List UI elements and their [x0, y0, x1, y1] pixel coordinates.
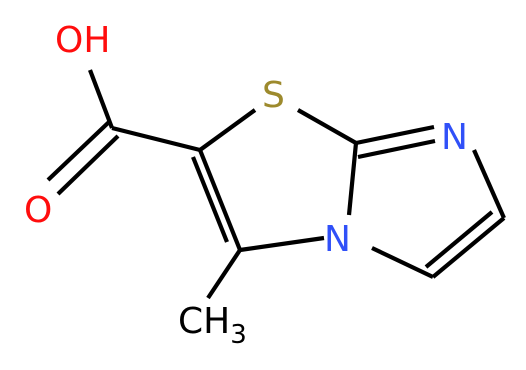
- bond-c6-c5-b: [424, 210, 494, 269]
- bond-c5-nbridge: [371, 246, 434, 279]
- methyl-main-text: CH: [178, 301, 230, 342]
- bond-c-o-double-a: [46, 120, 111, 182]
- hydroxyl-label: OH: [55, 20, 110, 61]
- bond-n-c6: [472, 149, 506, 219]
- bridge-nitrogen-label: N: [324, 219, 351, 260]
- bond-c7a-nbridge: [346, 142, 359, 216]
- bond-s-c7a: [296, 108, 358, 145]
- methyl-subscript: 3: [230, 320, 247, 350]
- bond-c7a-n-double-b: [357, 138, 436, 160]
- bond-c2-s: [198, 108, 257, 152]
- bond-c6-c5-a: [431, 216, 506, 279]
- methyl-label: CH3: [178, 301, 247, 350]
- bond-nbridge-c3: [239, 235, 325, 253]
- bond-c7a-n-double-a: [355, 124, 435, 146]
- bond-oh-c: [88, 69, 114, 129]
- bond-c3-c2-b: [191, 156, 229, 243]
- bond-group: [46, 69, 506, 300]
- sulfur-label: S: [262, 75, 285, 116]
- bond-c3-c2-a: [198, 149, 242, 251]
- imine-nitrogen-label: N: [441, 117, 468, 158]
- bond-c3-methyl: [206, 248, 242, 300]
- bond-cooh-c2: [111, 125, 201, 153]
- carbonyl-oxygen-label: O: [24, 190, 52, 231]
- bond-c-o-double-b: [56, 134, 120, 196]
